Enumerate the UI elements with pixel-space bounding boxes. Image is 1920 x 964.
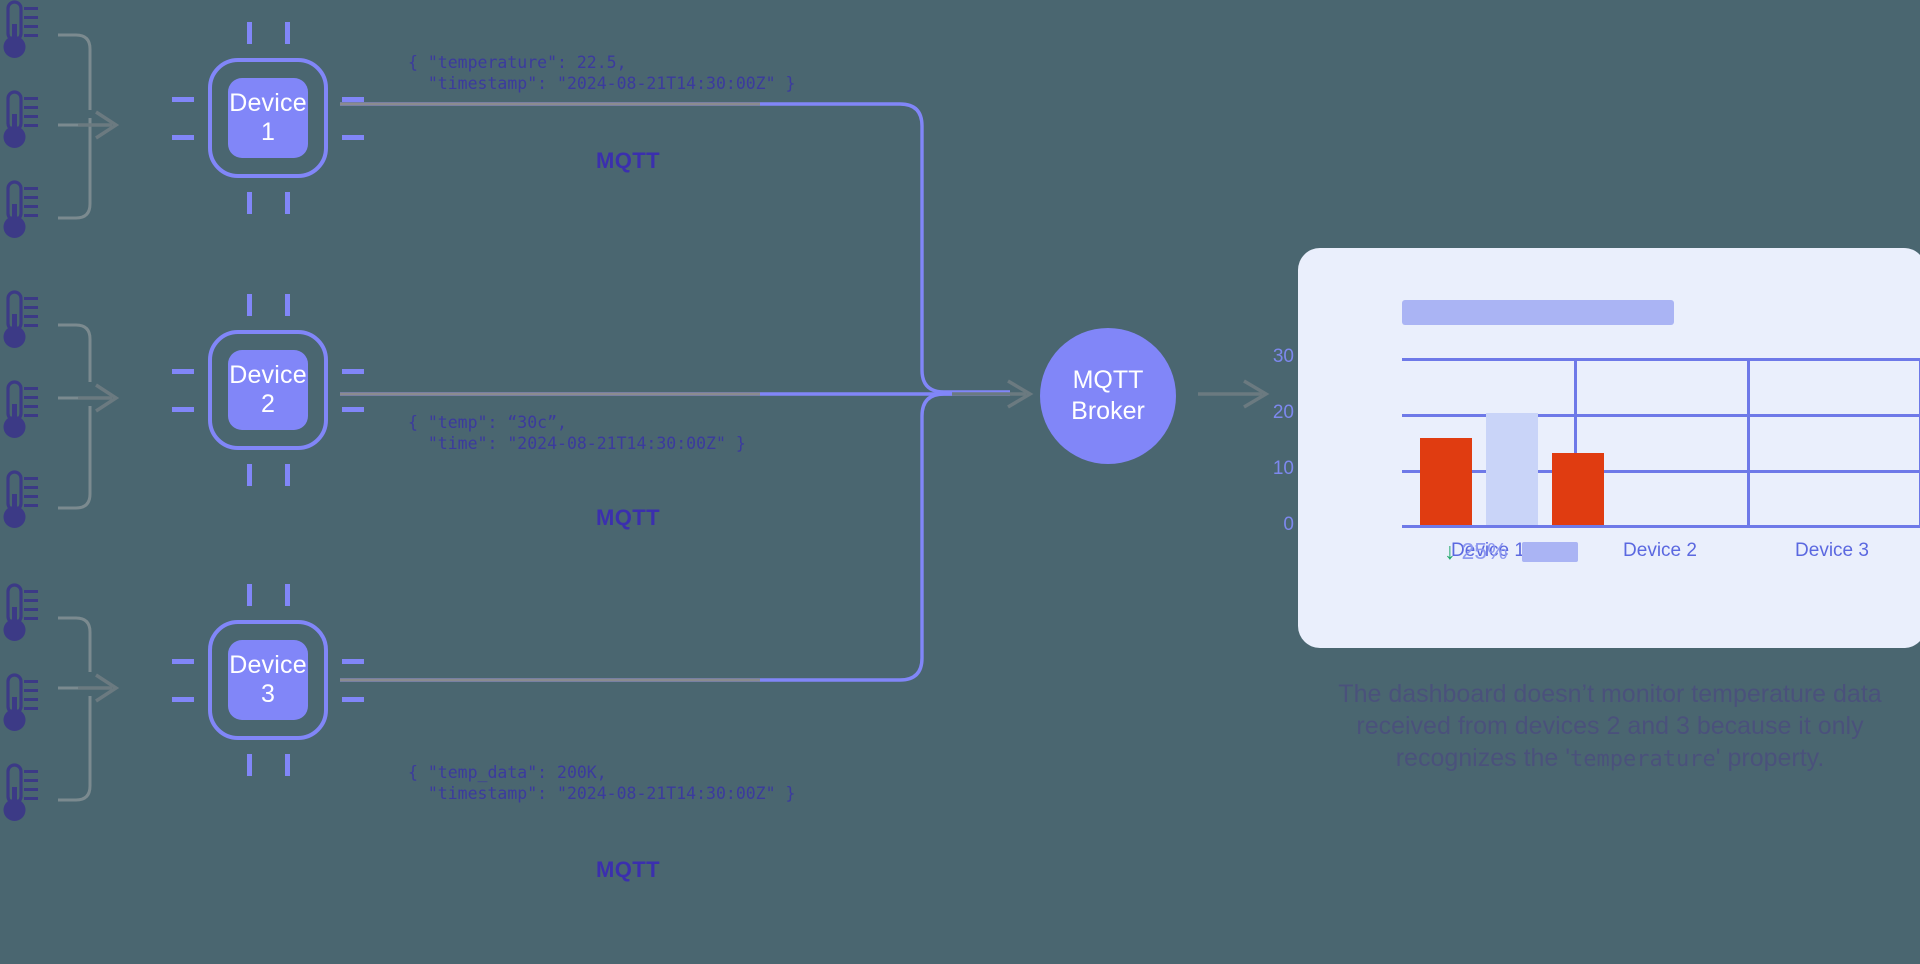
device-2-payload: { "temp": “30c”, "time": "2024-08-21T14:… [408, 413, 746, 453]
x-label-device-2: Device 2 [1623, 540, 1697, 561]
dashboard-caption: The dashboard doesn’t monitor temperatur… [1300, 678, 1920, 776]
arrow-to-broker [952, 379, 1034, 409]
mqtt-rail-3 [340, 392, 1010, 682]
mqtt-rail-1 [340, 102, 1010, 394]
thermometer-icon [1, 0, 40, 60]
bar-device1-series-b [1486, 413, 1538, 525]
caption-code-temperature: temperature [1570, 747, 1716, 772]
bar-chart [1402, 358, 1920, 528]
kpi-placeholder-bar [1521, 541, 1578, 562]
kpi-row: ↓ 25% [1444, 538, 1578, 565]
mqtt-label-1: MQTT [596, 148, 660, 173]
arrow-down-icon: ↓ [1444, 538, 1456, 564]
y-tick-0: 0 [1283, 514, 1294, 535]
caption-part-2: ' property. [1715, 744, 1825, 772]
device-3-label: Device 3 [228, 640, 308, 720]
arrow-to-device-1 [78, 110, 120, 140]
caption-part-1: The dashboard doesn’t monitor temperatur… [1338, 680, 1882, 772]
device-2-chip[interactable]: Device 2 [172, 294, 364, 486]
thermometer-icon [1, 380, 40, 440]
device-1-payload: { "temperature": 22.5, "timestamp": "202… [408, 53, 796, 93]
device-2-label: Device 2 [228, 350, 308, 430]
mqtt-broker-label: MQTT Broker [1071, 366, 1145, 425]
thermometer-icon [1, 470, 40, 530]
x-label-device-1: Device 1 [1451, 540, 1525, 561]
device-3-payload: { "temp_data": 200K, "timestamp": "2024-… [408, 763, 796, 803]
chip-outline [208, 58, 328, 178]
chip-outline [208, 330, 328, 450]
thermometer-icon [1, 90, 40, 150]
arrow-to-dashboard [1198, 379, 1270, 409]
thermometer-icon [1, 583, 40, 643]
device-1-label: Device 1 [228, 78, 308, 158]
bar-device1-series-a [1420, 438, 1472, 525]
mqtt-label-2: MQTT [596, 505, 660, 530]
dashboard-card[interactable]: 30 20 10 0 Device 1 Device 2 Device 3 ↓ … [1273, 248, 1920, 648]
y-tick-10: 10 [1272, 458, 1294, 479]
thermometer-icon [1, 763, 40, 823]
device-3-chip[interactable]: Device 3 [172, 584, 364, 776]
thermometer-icon [1, 290, 40, 350]
y-tick-30: 30 [1272, 346, 1294, 367]
column-divider-2 [1747, 358, 1750, 528]
thermometer-icon [1, 673, 40, 733]
device-1-chip[interactable]: Device 1 [172, 22, 364, 214]
sensor-bundle-3 [58, 616, 104, 802]
bar-device1-series-c [1552, 453, 1604, 525]
sensor-bundle-2 [58, 323, 104, 510]
chip-outline [208, 620, 328, 740]
gridline-10 [1402, 470, 1920, 473]
mqtt-label-3: MQTT [596, 857, 660, 882]
arrow-to-device-3 [78, 673, 120, 703]
thermometer-icon [1, 180, 40, 240]
y-tick-20: 20 [1272, 402, 1294, 423]
gridline-30 [1402, 358, 1920, 361]
column-divider-1 [1574, 358, 1577, 528]
x-label-device-3: Device 3 [1795, 540, 1869, 561]
dashboard-title-placeholder [1402, 300, 1674, 325]
gridline-20 [1402, 414, 1920, 417]
kpi-percent: 25% [1461, 538, 1508, 564]
arrow-to-device-2 [78, 383, 120, 413]
x-axis [1402, 525, 1920, 528]
mqtt-broker-node[interactable]: MQTT Broker [1040, 328, 1176, 464]
